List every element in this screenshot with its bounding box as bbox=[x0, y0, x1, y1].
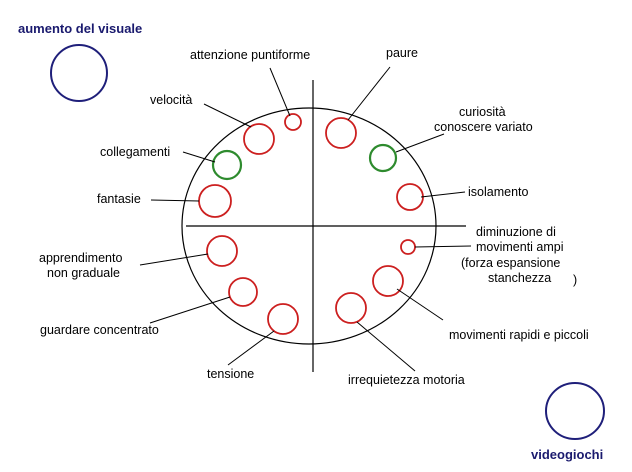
navy-circle-bottom-right bbox=[545, 382, 605, 440]
label-diminuzione-line4: stanchezza bbox=[488, 271, 551, 285]
navy-circle-top-left bbox=[50, 44, 108, 102]
label-collegamenti: collegamenti bbox=[100, 145, 170, 159]
circle-attenzione bbox=[284, 113, 302, 131]
leader-isolamento bbox=[420, 191, 466, 198]
label-irrequietezza: irrequietezza motoria bbox=[348, 373, 465, 387]
leader-fantasie bbox=[150, 199, 200, 202]
label-diminuzione-line1: diminuzione di bbox=[476, 225, 556, 239]
circle-diminuzione bbox=[400, 239, 416, 255]
circle-tensione bbox=[267, 303, 299, 335]
circle-guardare bbox=[228, 277, 258, 307]
circle-movimenti-rapidi bbox=[372, 265, 404, 297]
leader-attenzione bbox=[269, 67, 291, 117]
label-apprendimento-line1: apprendimento bbox=[39, 251, 122, 265]
label-diminuzione-line2: movimenti ampi bbox=[476, 240, 564, 254]
leader-movimenti-rapidi bbox=[396, 288, 444, 321]
leader-guardare bbox=[149, 296, 231, 324]
leader-curiosita bbox=[395, 133, 445, 153]
leader-paure bbox=[347, 66, 391, 121]
circle-isolamento bbox=[396, 183, 424, 211]
label-guardare: guardare concentrato bbox=[40, 323, 159, 337]
leader-velocita bbox=[203, 103, 252, 128]
label-tensione: tensione bbox=[207, 367, 254, 381]
circle-velocita bbox=[243, 123, 275, 155]
circle-fantasie bbox=[198, 184, 232, 218]
label-diminuzione-line3: (forza espansione bbox=[461, 256, 560, 270]
label-curiosita-line2: conoscere variato bbox=[434, 120, 533, 134]
label-velocita: velocità bbox=[150, 93, 192, 107]
label-curiosita-line1: curiosità bbox=[459, 105, 506, 119]
leader-irrequietezza bbox=[356, 321, 416, 372]
label-paure: paure bbox=[386, 46, 418, 60]
label-fantasie: fantasie bbox=[97, 192, 141, 206]
leader-collegamenti bbox=[182, 151, 216, 163]
circle-curiosita bbox=[368, 143, 398, 173]
label-movimenti-rapidi: movimenti rapidi e piccoli bbox=[449, 328, 589, 342]
leader-diminuzione bbox=[414, 245, 472, 248]
circle-collegamenti bbox=[211, 149, 243, 181]
circle-apprendimento bbox=[206, 235, 238, 267]
label-diminuzione-line5: ) bbox=[573, 273, 577, 287]
label-isolamento: isolamento bbox=[468, 185, 528, 199]
leader-apprendimento bbox=[139, 253, 209, 266]
circle-paure bbox=[325, 117, 357, 149]
label-attenzione: attenzione puntiforme bbox=[190, 48, 310, 62]
title-videogiochi: videogiochi bbox=[531, 447, 603, 462]
title-aumento-del-visuale: aumento del visuale bbox=[18, 21, 142, 36]
circle-irrequietezza bbox=[335, 292, 367, 324]
leader-tensione bbox=[227, 330, 275, 366]
label-apprendimento-line2: non graduale bbox=[47, 266, 120, 280]
